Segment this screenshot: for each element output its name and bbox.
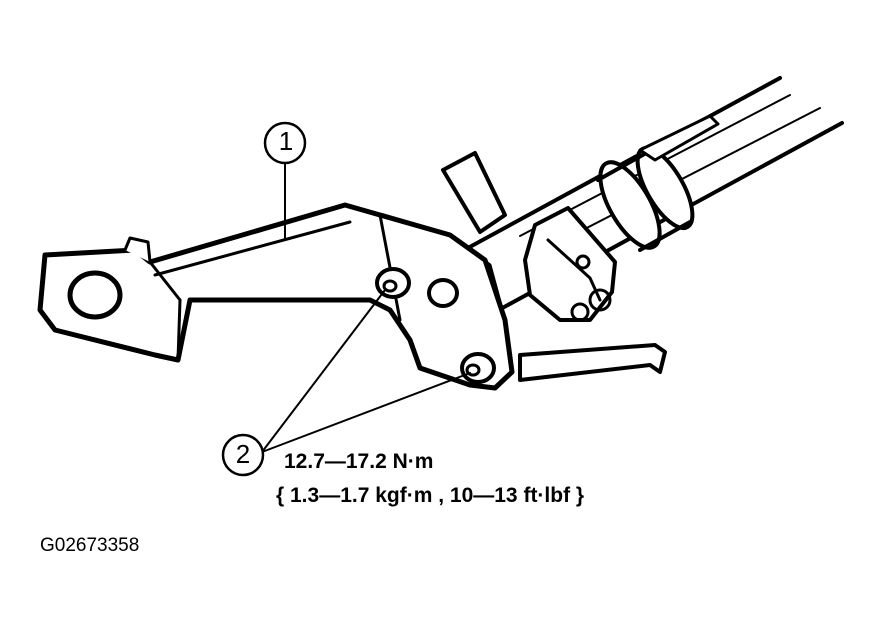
mount-post bbox=[441, 151, 507, 234]
stud-middle bbox=[427, 278, 459, 308]
column-tab bbox=[638, 114, 720, 162]
callout-circle-1 bbox=[263, 121, 307, 165]
switch-housing bbox=[523, 206, 617, 322]
bracket bbox=[37, 202, 515, 391]
figure-id: G02673358 bbox=[40, 535, 140, 556]
torque-spec-nm: 12.7—17.2 N·m bbox=[284, 450, 434, 473]
bolt-lower bbox=[460, 352, 496, 384]
callout-1-number: 1 bbox=[278, 126, 294, 156]
column-collar bbox=[596, 146, 695, 252]
callout-2-number: 2 bbox=[235, 439, 251, 469]
torque-spec-alt-units: { 1.3—1.7 kgf·m , 10—13 ft·lbf } bbox=[276, 484, 585, 507]
callout-circle-2 bbox=[221, 433, 265, 477]
leader-line-2b bbox=[261, 372, 471, 453]
leader-line-2a bbox=[261, 289, 386, 453]
lower-lever bbox=[518, 343, 667, 382]
